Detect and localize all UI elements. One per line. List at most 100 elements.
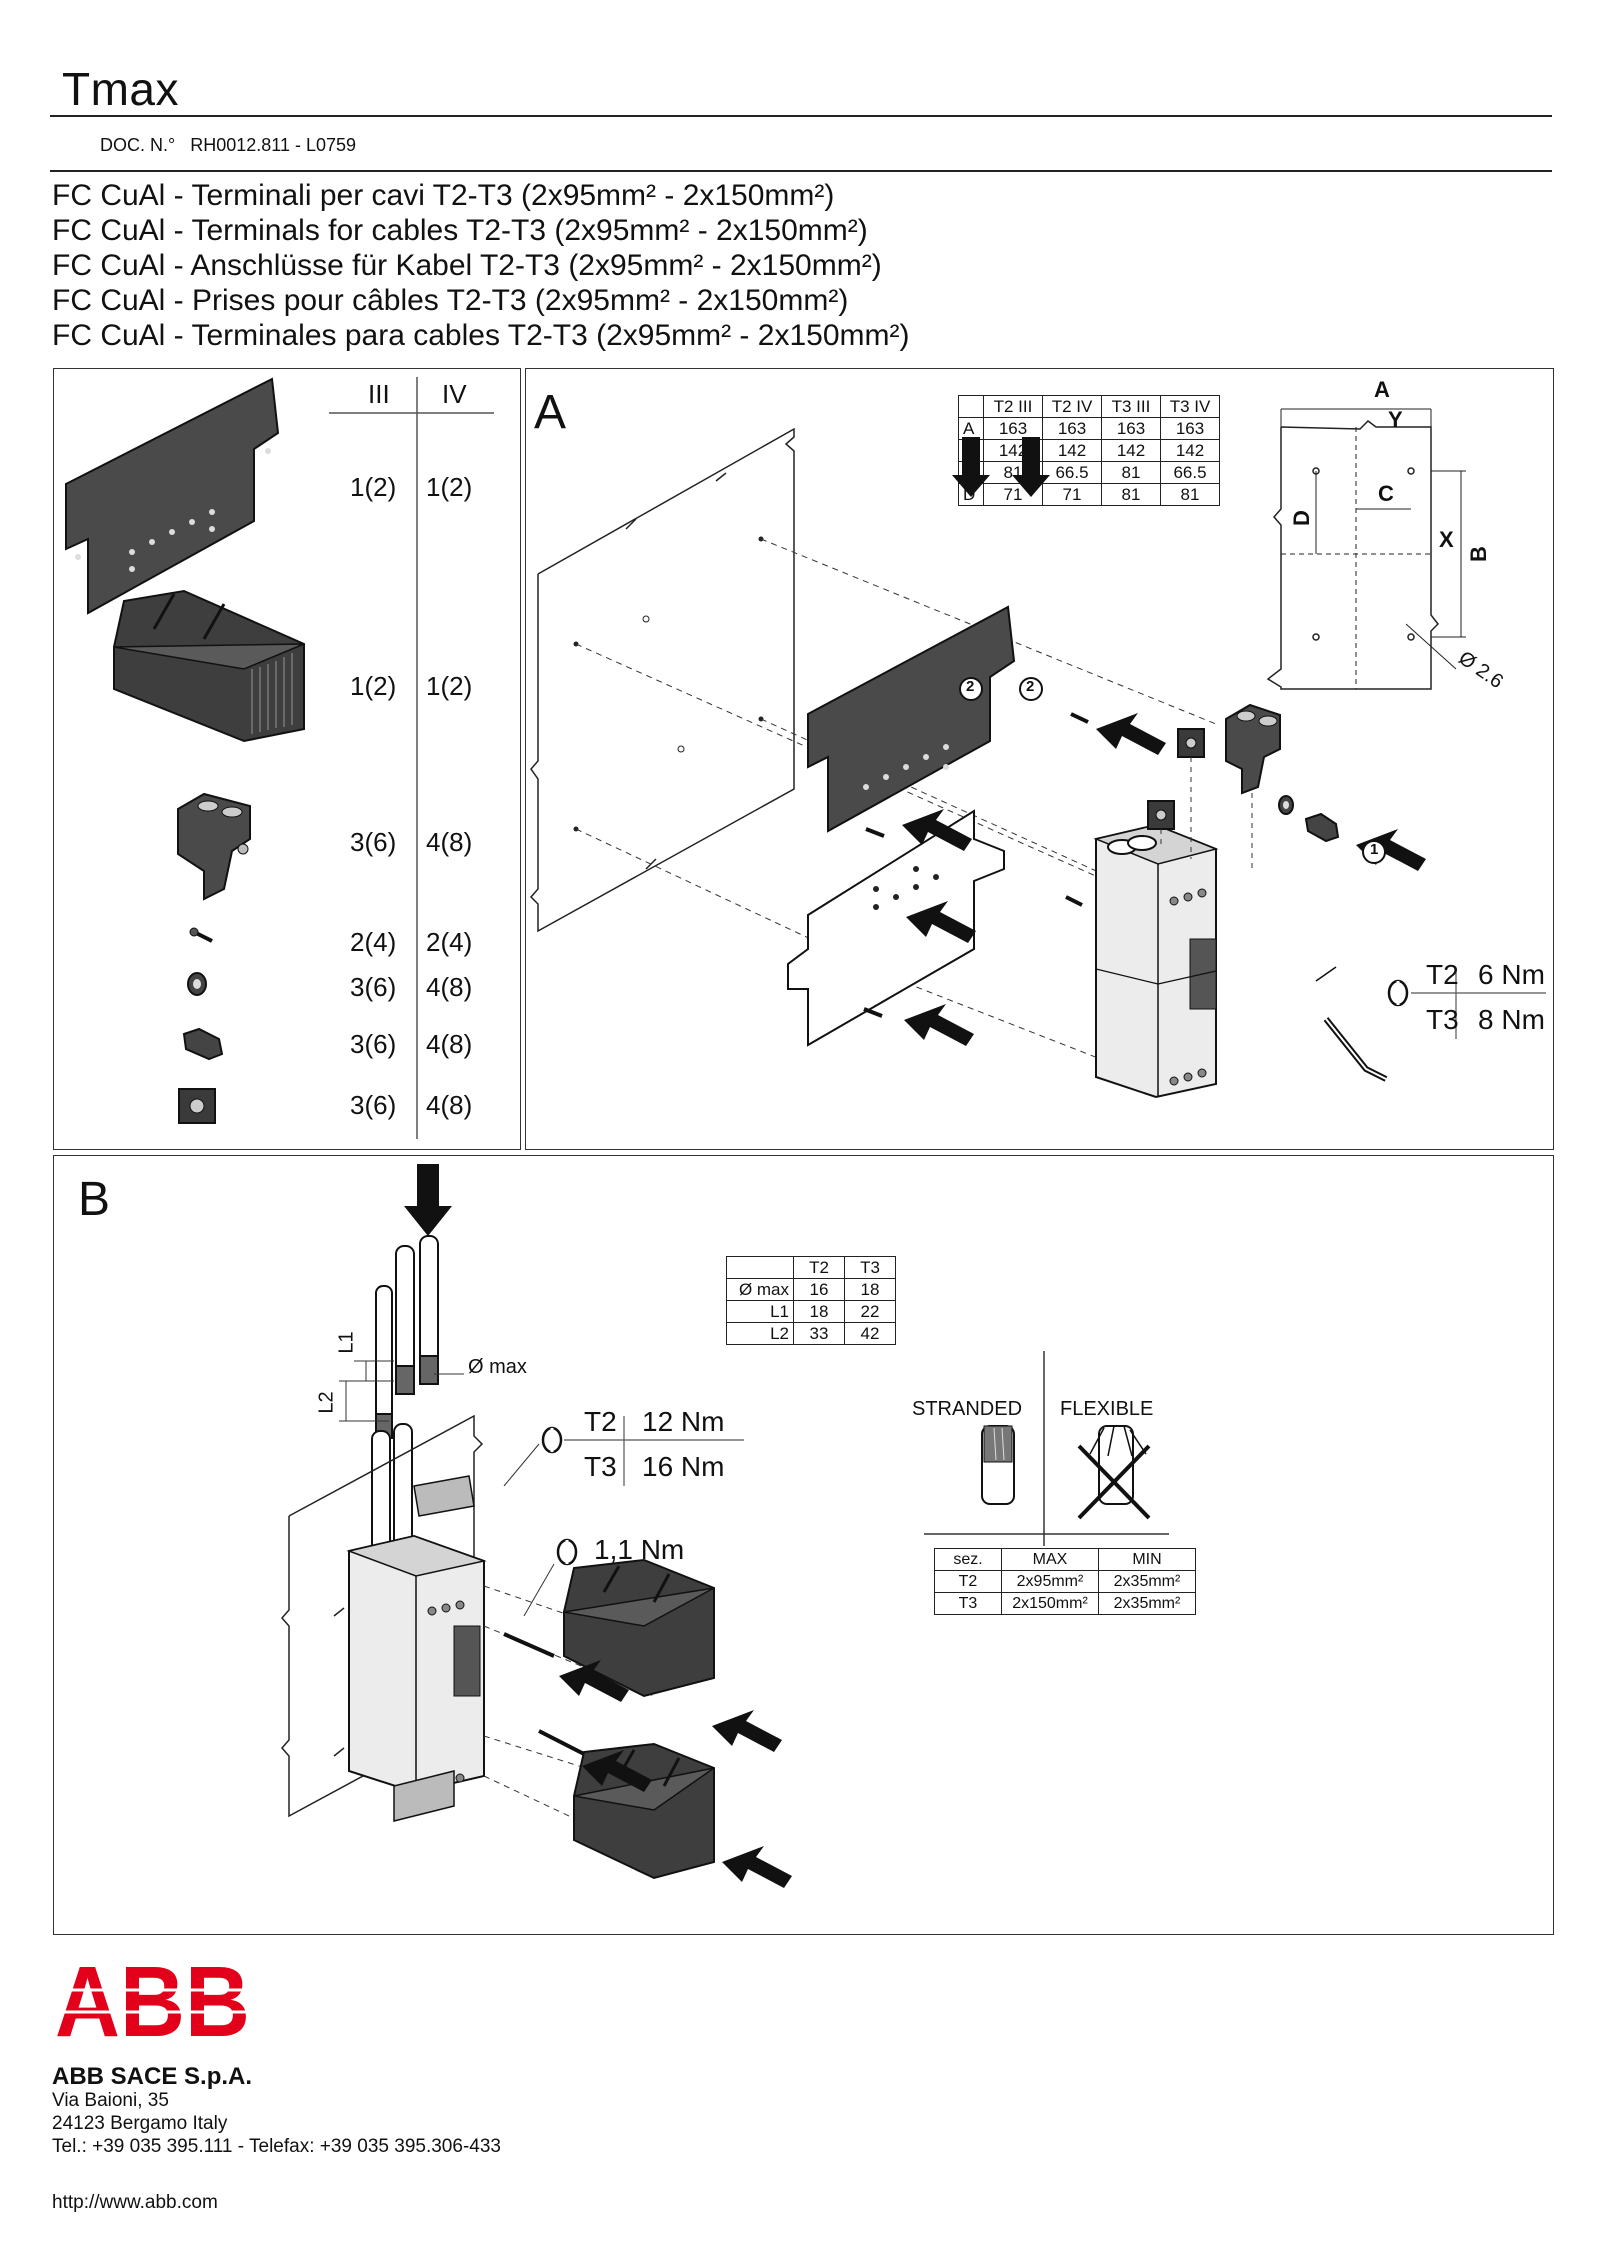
abb-logo: ABB	[55, 1946, 255, 2058]
cable-terminal-icon	[177, 792, 251, 901]
torque-t2-value: 6 Nm	[1478, 959, 1545, 990]
table-row: T2 III T2 IV T3 III T3 IV	[958, 395, 1220, 418]
title-de: FC CuAl - Anschlüsse für Kabel T2-T3 (2x…	[52, 249, 882, 282]
drill-template-drawing	[1266, 408, 1466, 690]
abb-logo-text: ABB	[55, 1946, 250, 2058]
nut-cage-icon	[1147, 728, 1205, 830]
cover-plate-icon	[65, 377, 280, 615]
parts-list-panel: III IV	[53, 368, 521, 1150]
header-rule	[50, 115, 1552, 117]
phone-line: Tel.: +39 035 395.111 - Telefax: +39 035…	[52, 2136, 501, 2157]
qty-terminal-iii: 3(6)	[350, 827, 397, 857]
qty-block-iv: 1(2)	[426, 671, 473, 701]
qty-nut-iv: 4(8)	[426, 1090, 473, 1120]
small-screw-icon	[189, 927, 213, 943]
qty-cover-iv: 1(2)	[426, 472, 473, 502]
flexible-label: FLEXIBLE	[1060, 1398, 1154, 1420]
torque-t3-label: T3	[584, 1451, 617, 1482]
title-en: FC CuAl - Terminals for cables T2-T3 (2x…	[52, 214, 868, 247]
qty-cover-iii: 1(2)	[350, 472, 397, 502]
qty-screw-iii: 2(4)	[350, 927, 397, 957]
torque-t2-value: 12 Nm	[642, 1406, 725, 1437]
table-row: T2 2x95mm² 2x35mm²	[934, 1570, 1196, 1593]
table-row: L1 18 22	[726, 1300, 896, 1323]
cover-plate-drawing	[807, 605, 1016, 833]
panel-a-drawing	[529, 408, 1546, 1099]
l1-label: L1	[335, 1331, 358, 1354]
stranded-label: STRANDED	[912, 1398, 1023, 1420]
document-titles: FC CuAl - Terminali per cavi T2-T3 (2x95…	[52, 178, 909, 353]
table-row: sez. MAX MIN	[934, 1548, 1196, 1571]
cable-section-table: sez. MAX MIN T2 2x95mm² 2x35mm² T3 2x150…	[934, 1548, 1196, 1615]
screw-torque-label: 1,1 Nm	[594, 1534, 685, 1565]
dimension-lines	[339, 1360, 464, 1422]
washer-icon	[1278, 795, 1294, 815]
table-row: Ø max 16 18	[726, 1278, 896, 1301]
circuit-breaker-drawing	[346, 1475, 487, 1822]
drill-label-c: C	[1378, 481, 1394, 506]
terminal-cover-drawing	[563, 1558, 715, 1880]
torque-icon	[541, 1426, 578, 1566]
torque-t2-label: T2	[1426, 959, 1459, 990]
address-line-1: Via Baioni, 35	[52, 2090, 169, 2111]
allen-key-icon	[1315, 966, 1388, 1082]
drill-label-b: B	[1465, 546, 1491, 562]
step-marker-icon	[959, 677, 1386, 864]
qty-washer-iv: 4(8)	[426, 972, 473, 1002]
drill-label-a: A	[1374, 377, 1390, 402]
panel-a-letter: A	[534, 386, 567, 439]
qty-hexscrew-iii: 3(6)	[350, 1029, 397, 1059]
title-it: FC CuAl - Terminali per cavi T2-T3 (2x95…	[52, 179, 835, 212]
cable-dimension-table: T2 T3 Ø max 16 18 L1 18 22 L2 33 42	[726, 1256, 896, 1345]
torque-t2-label: T2	[584, 1406, 617, 1437]
table-row: A 163 163 163 163	[958, 417, 1220, 440]
panel-a: A T2 III T2 IV T3 III T3 IV A 163 163 16…	[525, 368, 1554, 1150]
step-2-label-a: 2	[966, 678, 975, 695]
drill-label-x: X	[1439, 527, 1454, 552]
back-plate-outline	[529, 427, 795, 933]
screw-icon	[503, 1632, 585, 1756]
drill-label-d: D	[1288, 510, 1314, 526]
step-1-label: 1	[1370, 841, 1379, 858]
washer-icon	[187, 972, 207, 996]
qty-washer-iii: 3(6)	[350, 972, 397, 1002]
col-header-iii: III	[368, 379, 390, 409]
brand-title: Tmax	[62, 63, 179, 115]
lower-plate-drawing	[787, 809, 1005, 1047]
panel-b-drawing	[281, 1164, 1169, 1888]
doc-rule	[50, 170, 1552, 172]
dmax-label: Ø max	[468, 1356, 527, 1378]
panel-b-letter: B	[78, 1173, 111, 1226]
nut-cage-icon	[178, 1088, 216, 1124]
company-name: ABB SACE S.p.A.	[52, 2063, 253, 2090]
torque-t3-label: T3	[1426, 1004, 1459, 1035]
table-row: L2 33 42	[726, 1322, 896, 1345]
doc-number: DOC. N.° RH0012.811 - L0759	[100, 135, 357, 155]
down-arrow-icon	[404, 1164, 452, 1236]
hex-screw-icon	[182, 1027, 224, 1061]
back-plate-outline	[281, 1414, 484, 1818]
col-header-iv: IV	[442, 379, 467, 409]
torque-t3-value: 16 Nm	[642, 1451, 725, 1482]
qty-hexscrew-iv: 4(8)	[426, 1029, 473, 1059]
website-link[interactable]: http://www.abb.com	[52, 2192, 218, 2213]
torque-t3-value: 8 Nm	[1478, 1004, 1545, 1035]
down-arrow-icon	[952, 437, 1050, 497]
terminal-cover-icon	[113, 589, 305, 743]
flexible-cable-icon	[1077, 1425, 1151, 1520]
qty-block-iii: 1(2)	[350, 671, 397, 701]
drill-label-y: Y	[1388, 407, 1403, 432]
l2-label: L2	[315, 1391, 338, 1414]
title-fr: FC CuAl - Prises pour câbles T2-T3 (2x95…	[52, 284, 849, 317]
qty-terminal-iv: 4(8)	[426, 827, 473, 857]
torque-icon	[1387, 979, 1409, 1007]
address-line-2: 24123 Bergamo Italy	[52, 2113, 228, 2134]
screw-icon	[863, 712, 1089, 1018]
qty-screw-iv: 2(4)	[426, 927, 473, 957]
qty-nut-iii: 3(6)	[350, 1090, 397, 1120]
hex-screw-icon	[1304, 812, 1340, 843]
step-2-label-b: 2	[1026, 678, 1035, 695]
circuit-breaker-drawing	[1093, 823, 1219, 1099]
table-row: T2 T3	[726, 1256, 896, 1279]
push-arrow-icon	[902, 713, 1426, 1046]
